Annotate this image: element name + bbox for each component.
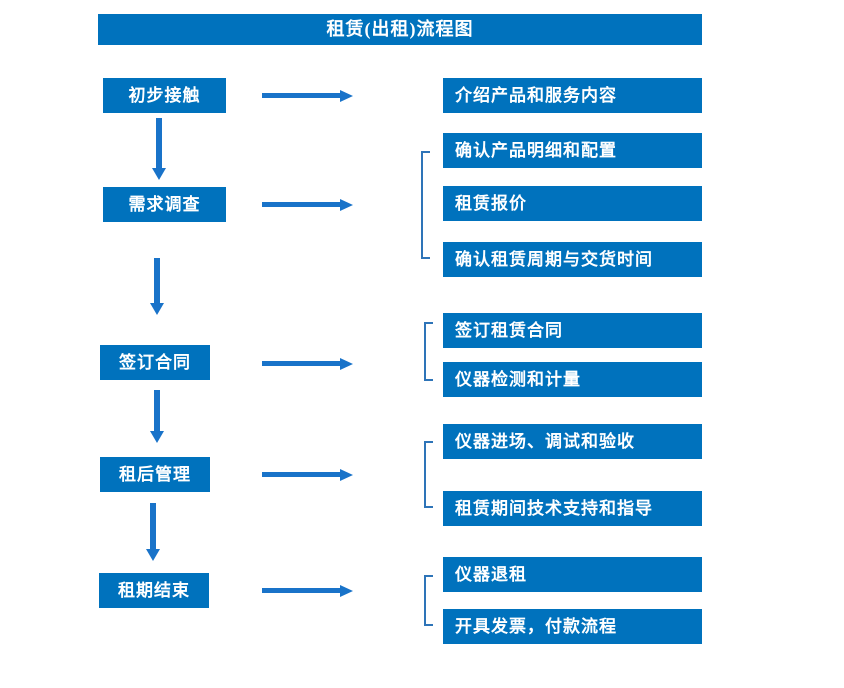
step-box-post-rental: 租后管理	[100, 457, 210, 492]
step-box-rental-end: 租期结束	[99, 573, 209, 608]
bracket-icon	[424, 441, 433, 508]
diagram-title: 租赁(出租)流程图	[98, 14, 702, 45]
arrow-right-icon	[262, 357, 353, 370]
arrow-down-icon	[150, 390, 164, 443]
step-box-demand-survey: 需求调查	[103, 187, 226, 222]
bracket-icon	[421, 151, 430, 259]
arrow-right-icon	[262, 198, 353, 211]
detail-box: 开具发票，付款流程	[443, 609, 702, 644]
arrow-down-icon	[146, 503, 160, 561]
step-box-sign-contract: 签订合同	[100, 345, 210, 380]
arrow-right-icon	[262, 584, 353, 597]
detail-box: 租赁期间技术支持和指导	[443, 491, 702, 526]
arrow-right-icon	[262, 89, 353, 102]
detail-box: 仪器检测和计量	[443, 362, 702, 397]
arrow-down-icon	[152, 118, 166, 180]
step-box-initial-contact: 初步接触	[103, 78, 226, 113]
detail-box: 确认产品明细和配置	[443, 133, 702, 168]
arrow-down-icon	[150, 258, 164, 315]
detail-box: 仪器退租	[443, 557, 702, 592]
detail-box: 租赁报价	[443, 186, 702, 221]
detail-box: 仪器进场、调试和验收	[443, 424, 702, 459]
detail-box: 确认租赁周期与交货时间	[443, 242, 702, 277]
detail-box: 签订租赁合同	[443, 313, 702, 348]
bracket-icon	[424, 322, 433, 381]
arrow-right-icon	[262, 468, 353, 481]
detail-box: 介绍产品和服务内容	[443, 78, 702, 113]
bracket-icon	[424, 575, 433, 626]
